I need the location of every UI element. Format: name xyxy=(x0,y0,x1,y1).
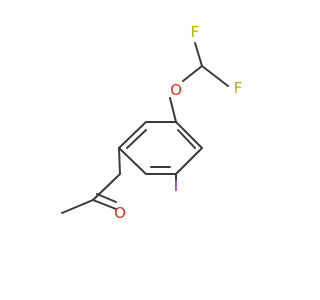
atom-oxygen-carbonyl: O xyxy=(114,204,126,222)
bond-chf2-f-right xyxy=(201,65,229,87)
ring-bond-1 xyxy=(175,121,203,149)
ring-bond-2 xyxy=(175,147,203,175)
bonds xyxy=(61,42,229,214)
bond-ring-ch2 xyxy=(118,147,121,175)
bond-chf2-f-upper xyxy=(194,42,203,67)
ring-double-bond-3 xyxy=(126,129,147,149)
ring-bond-4 xyxy=(118,147,147,175)
bond-chf2-o xyxy=(182,65,203,82)
bond-o-ring xyxy=(169,97,177,123)
bond-carbonyl-o-2 xyxy=(96,193,117,203)
atom-iodine: I xyxy=(174,177,178,195)
atom-fluorine-upper: F xyxy=(191,23,200,41)
molecule-diagram: F F O I O xyxy=(61,23,242,222)
bond-carbonyl-ch3 xyxy=(61,199,94,214)
bond-carbonyl-o-1 xyxy=(92,199,117,210)
ring-double-bond-1 xyxy=(177,129,196,149)
bond-ch2-carbonyl xyxy=(92,173,121,201)
atom-labels: F F O I O xyxy=(114,23,242,222)
atom-oxygen-ether: O xyxy=(170,81,182,99)
atom-fluorine-right: F xyxy=(234,79,243,97)
ring-bond-5 xyxy=(118,121,147,149)
